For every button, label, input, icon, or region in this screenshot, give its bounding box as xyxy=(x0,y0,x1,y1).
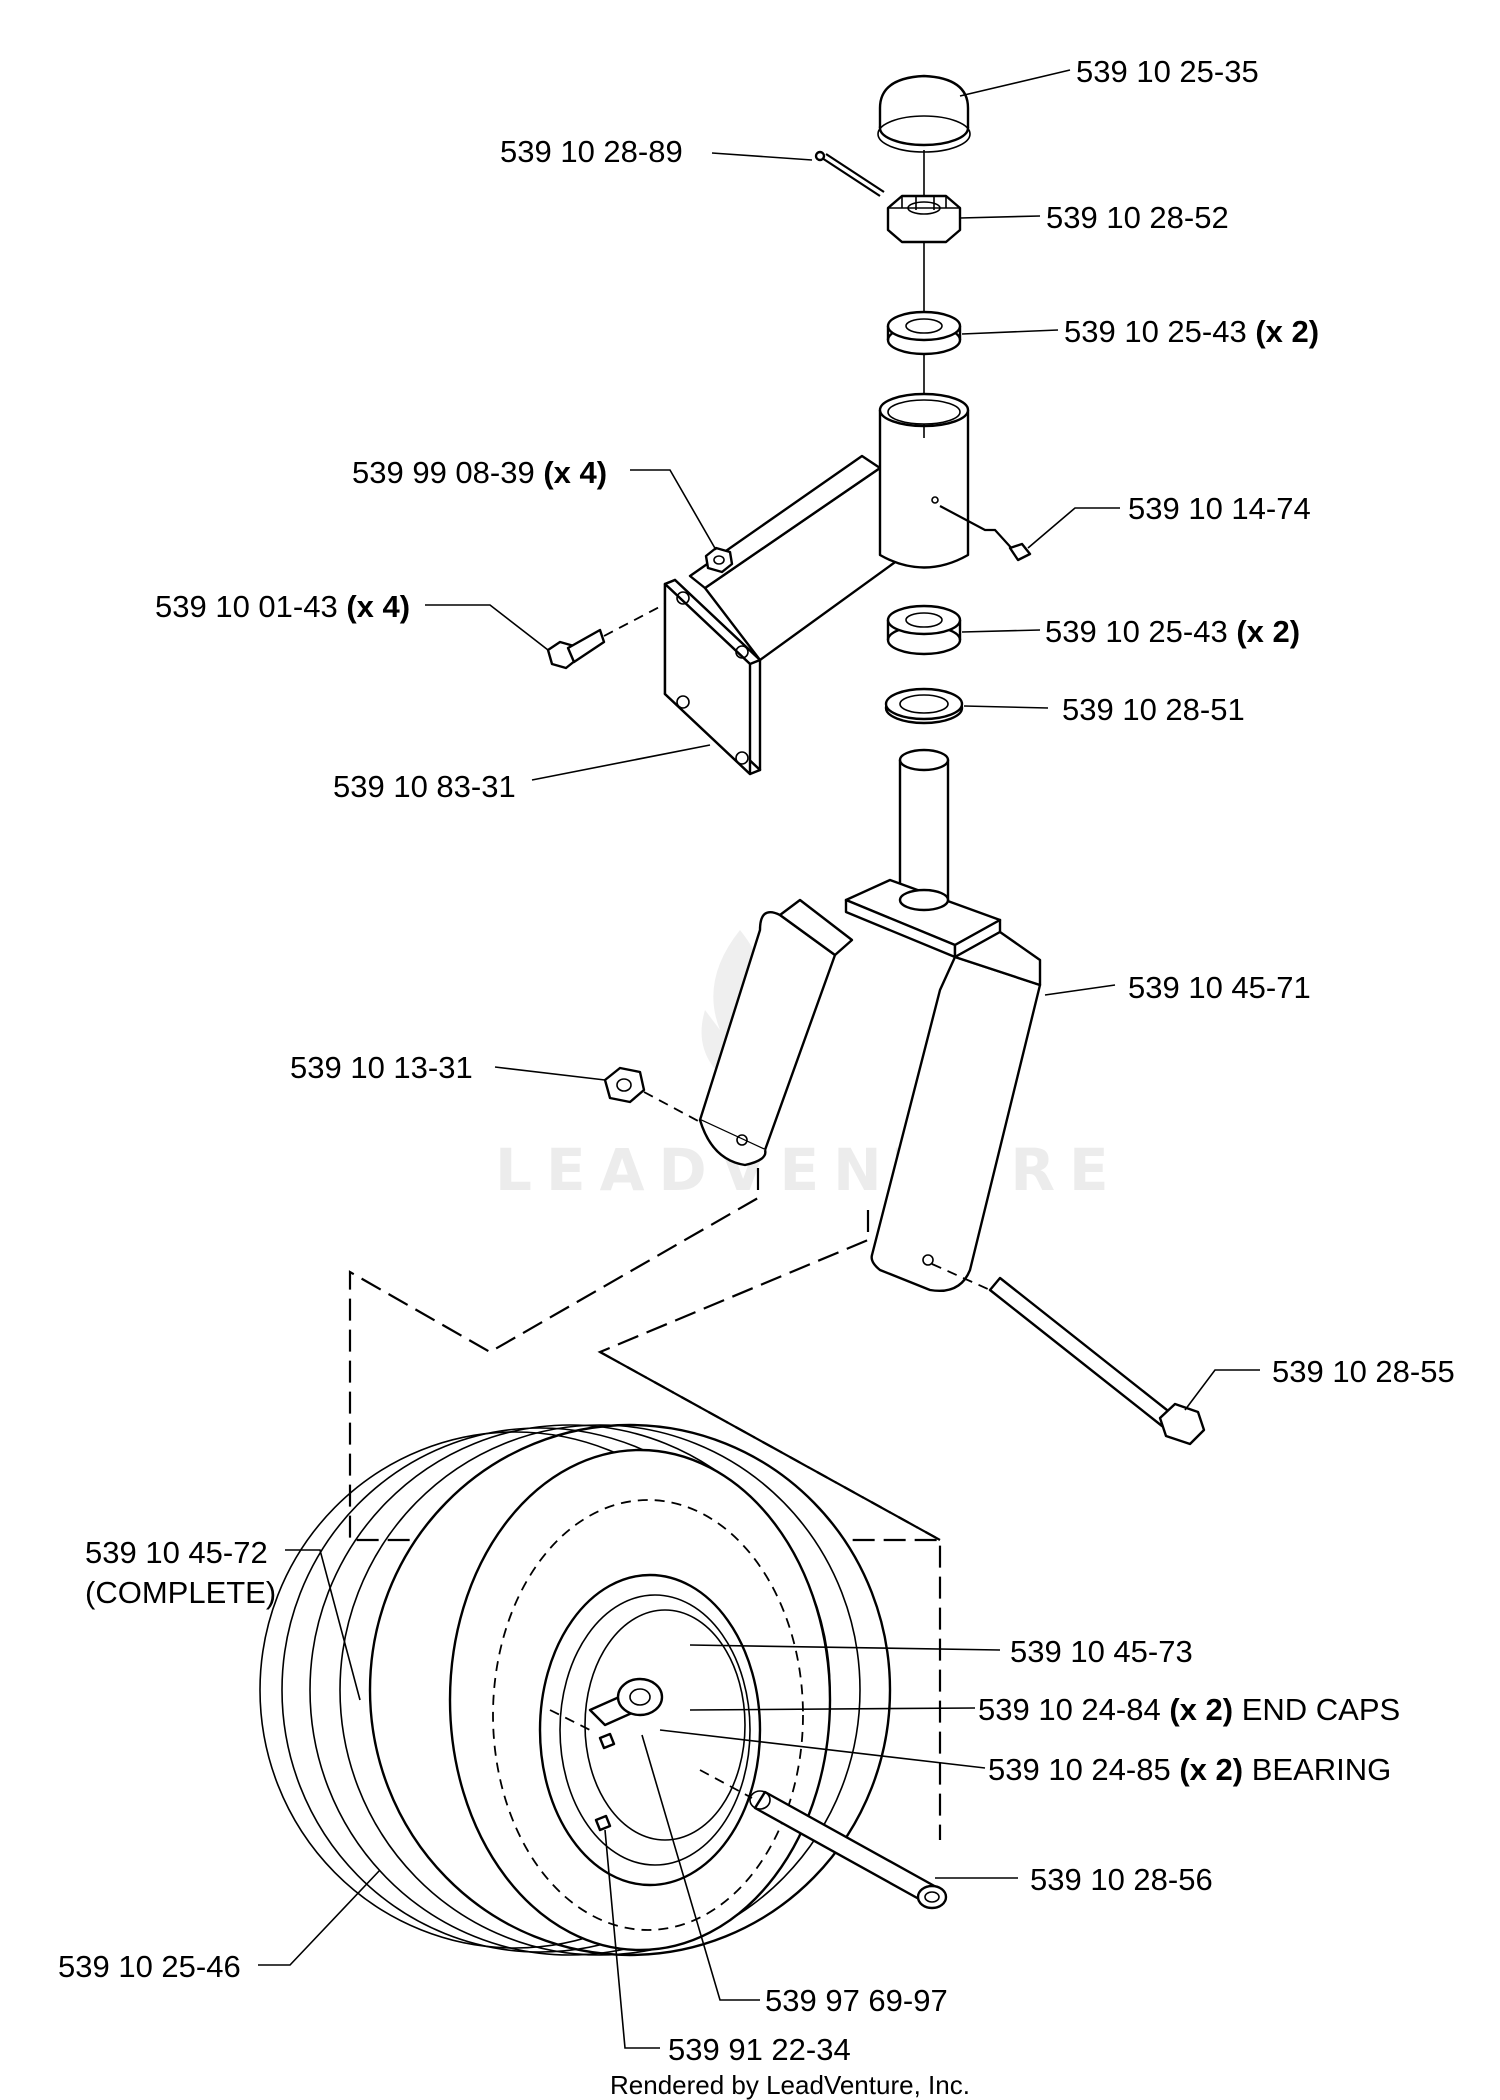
bracket-bolt-part xyxy=(546,603,666,670)
callout-539-10-28-56: 539 10 28-56 xyxy=(1030,1862,1213,1897)
callout-539-10-25-46: 539 10 25-46 xyxy=(58,1949,241,1984)
callout-539-99-08-39: 539 99 08-39 (x 4) xyxy=(352,455,607,490)
callout-539-10-45-72-desc: (COMPLETE) xyxy=(85,1575,276,1610)
callout-539-10-83-31: 539 10 83-31 xyxy=(333,769,516,804)
callout-539-10-28-52: 539 10 28-52 xyxy=(1046,200,1229,235)
watermark-text: LEADVENTURE xyxy=(495,1136,1123,1204)
callout-539-10-01-43: 539 10 01-43 (x 4) xyxy=(155,589,410,624)
callout-539-10-14-74: 539 10 14-74 xyxy=(1128,491,1311,526)
axle-bolt-part xyxy=(931,1263,1206,1446)
callout-539-10-28-55: 539 10 28-55 xyxy=(1272,1354,1455,1389)
bracket-nut-part xyxy=(704,546,734,574)
caster-fork-part xyxy=(698,748,1042,1292)
wheel-assembly-part xyxy=(259,1423,892,1957)
callout-539-97-69-97: 539 97 69-97 xyxy=(765,1983,948,2018)
seal-part xyxy=(884,687,964,725)
leader-lines xyxy=(258,69,1260,2049)
callout-539-10-28-89: 539 10 28-89 xyxy=(500,134,683,169)
callout-539-10-45-73: 539 10 45-73 xyxy=(1010,1634,1193,1669)
callout-539-10-13-31: 539 10 13-31 xyxy=(290,1050,473,1085)
footer-credit: Rendered by LeadVenture, Inc. xyxy=(610,2070,970,2100)
callout-539-10-24-84: 539 10 24-84 (x 2) END CAPS xyxy=(978,1692,1400,1727)
callout-539-10-45-72: 539 10 45-72 xyxy=(85,1535,268,1570)
spacer-tube-part xyxy=(699,1769,948,1910)
callout-539-10-24-85: 539 10 24-85 (x 2) BEARING xyxy=(988,1752,1391,1787)
caster-mount-bracket-part xyxy=(663,392,970,776)
lower-bearing-part xyxy=(886,604,962,656)
grease-fitting-part xyxy=(939,505,1032,562)
upper-bearing-part xyxy=(886,310,962,356)
callout-539-10-25-43-upper: 539 10 25-43 (x 2) xyxy=(1064,314,1319,349)
callout-539-10-28-51: 539 10 28-51 xyxy=(1062,692,1245,727)
callout-539-91-22-34: 539 91 22-34 xyxy=(668,2032,851,2067)
dust-cap-part xyxy=(877,74,971,153)
callout-539-10-25-35: 539 10 25-35 xyxy=(1076,54,1259,89)
assembly-path xyxy=(348,1168,942,1840)
castle-nut-part xyxy=(886,194,962,244)
callout-539-10-45-71: 539 10 45-71 xyxy=(1128,970,1311,1005)
cotter-pin-part xyxy=(814,150,885,197)
axle-nut-part xyxy=(603,1066,701,1123)
callout-539-10-25-43-lower: 539 10 25-43 (x 2) xyxy=(1045,614,1300,649)
